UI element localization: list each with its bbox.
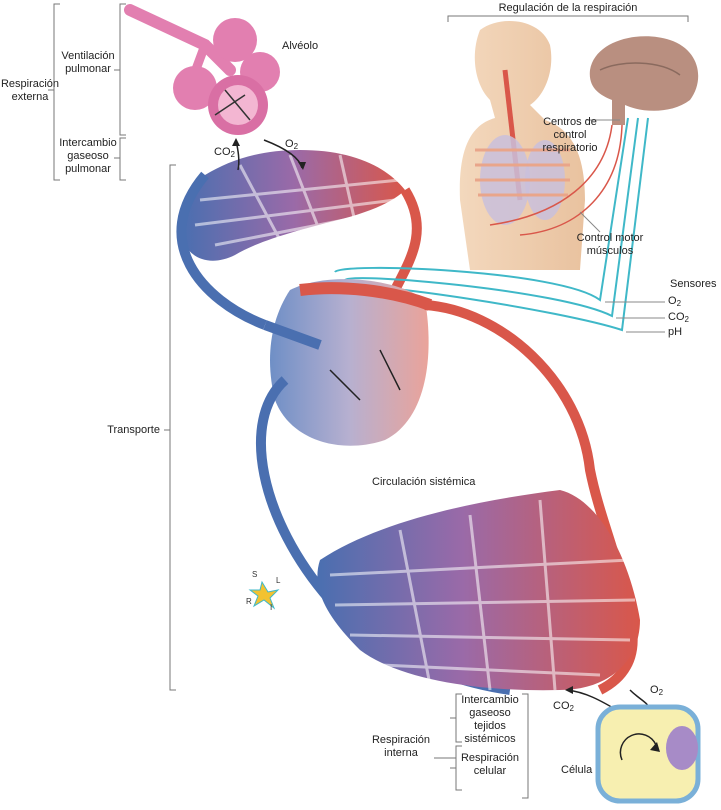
cell-illustration [595, 704, 701, 804]
label-intercambio-pulmonar: Intercambio gaseoso pulmonar [59, 137, 117, 175]
label-circulacion-sistemica: Circulación sistémica [372, 476, 476, 488]
label-alveolo: Alvéolo [282, 40, 319, 52]
label-ventilacion-pulmonar: Ventilación pulmonar [61, 50, 115, 75]
label-o2-top: O2 [285, 138, 299, 151]
label-sensor-o2: O2 [668, 295, 682, 308]
compass-i: I [270, 603, 273, 612]
heart-illustration [263, 279, 433, 446]
pulmonary-capillaries [182, 150, 405, 261]
human-figure [459, 21, 585, 271]
label-celula: Célula [561, 764, 593, 776]
label-respiracion-interna: Respiración interna [371, 734, 431, 759]
label-control-motor: Control motor músculos [576, 232, 644, 257]
label-regulacion: Regulación de la respiración [498, 2, 638, 14]
orientation-compass-icon [248, 580, 280, 610]
label-intercambio-tejidos: Intercambio gaseoso tejidos sistémicos [461, 694, 519, 745]
label-centros-control: Centros de control respiratorio [542, 116, 598, 154]
compass-l: L [276, 576, 281, 585]
label-co2-cell: CO2 [553, 700, 574, 713]
bracket-external [48, 3, 176, 691]
label-sensor-co2: CO2 [668, 311, 689, 324]
label-sensores: Sensores [670, 278, 717, 290]
label-respiracion-celular: Respiración celular [460, 752, 520, 777]
brain-illustration [589, 36, 699, 125]
label-co2-top: CO2 [214, 146, 235, 159]
alveoli-illustration [124, 4, 280, 135]
bracket-regulation [447, 15, 689, 22]
compass-s: S [252, 570, 258, 579]
label-sensor-ph: pH [668, 326, 683, 338]
label-o2-cell: O2 [650, 684, 664, 697]
compass-r: R [246, 597, 252, 606]
label-respiracion-externa: Respiración externa [0, 78, 60, 103]
label-transporte: Transporte [107, 424, 160, 436]
